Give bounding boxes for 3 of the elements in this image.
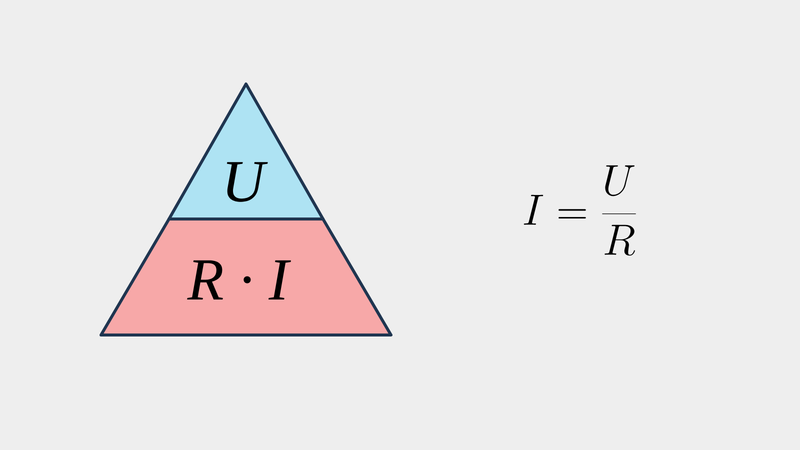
triangle-section: R · I (100, 218, 392, 336)
formula: $I = \frac{U}{R}$ (524, 165, 636, 256)
triangle-section: U (168, 82, 324, 220)
